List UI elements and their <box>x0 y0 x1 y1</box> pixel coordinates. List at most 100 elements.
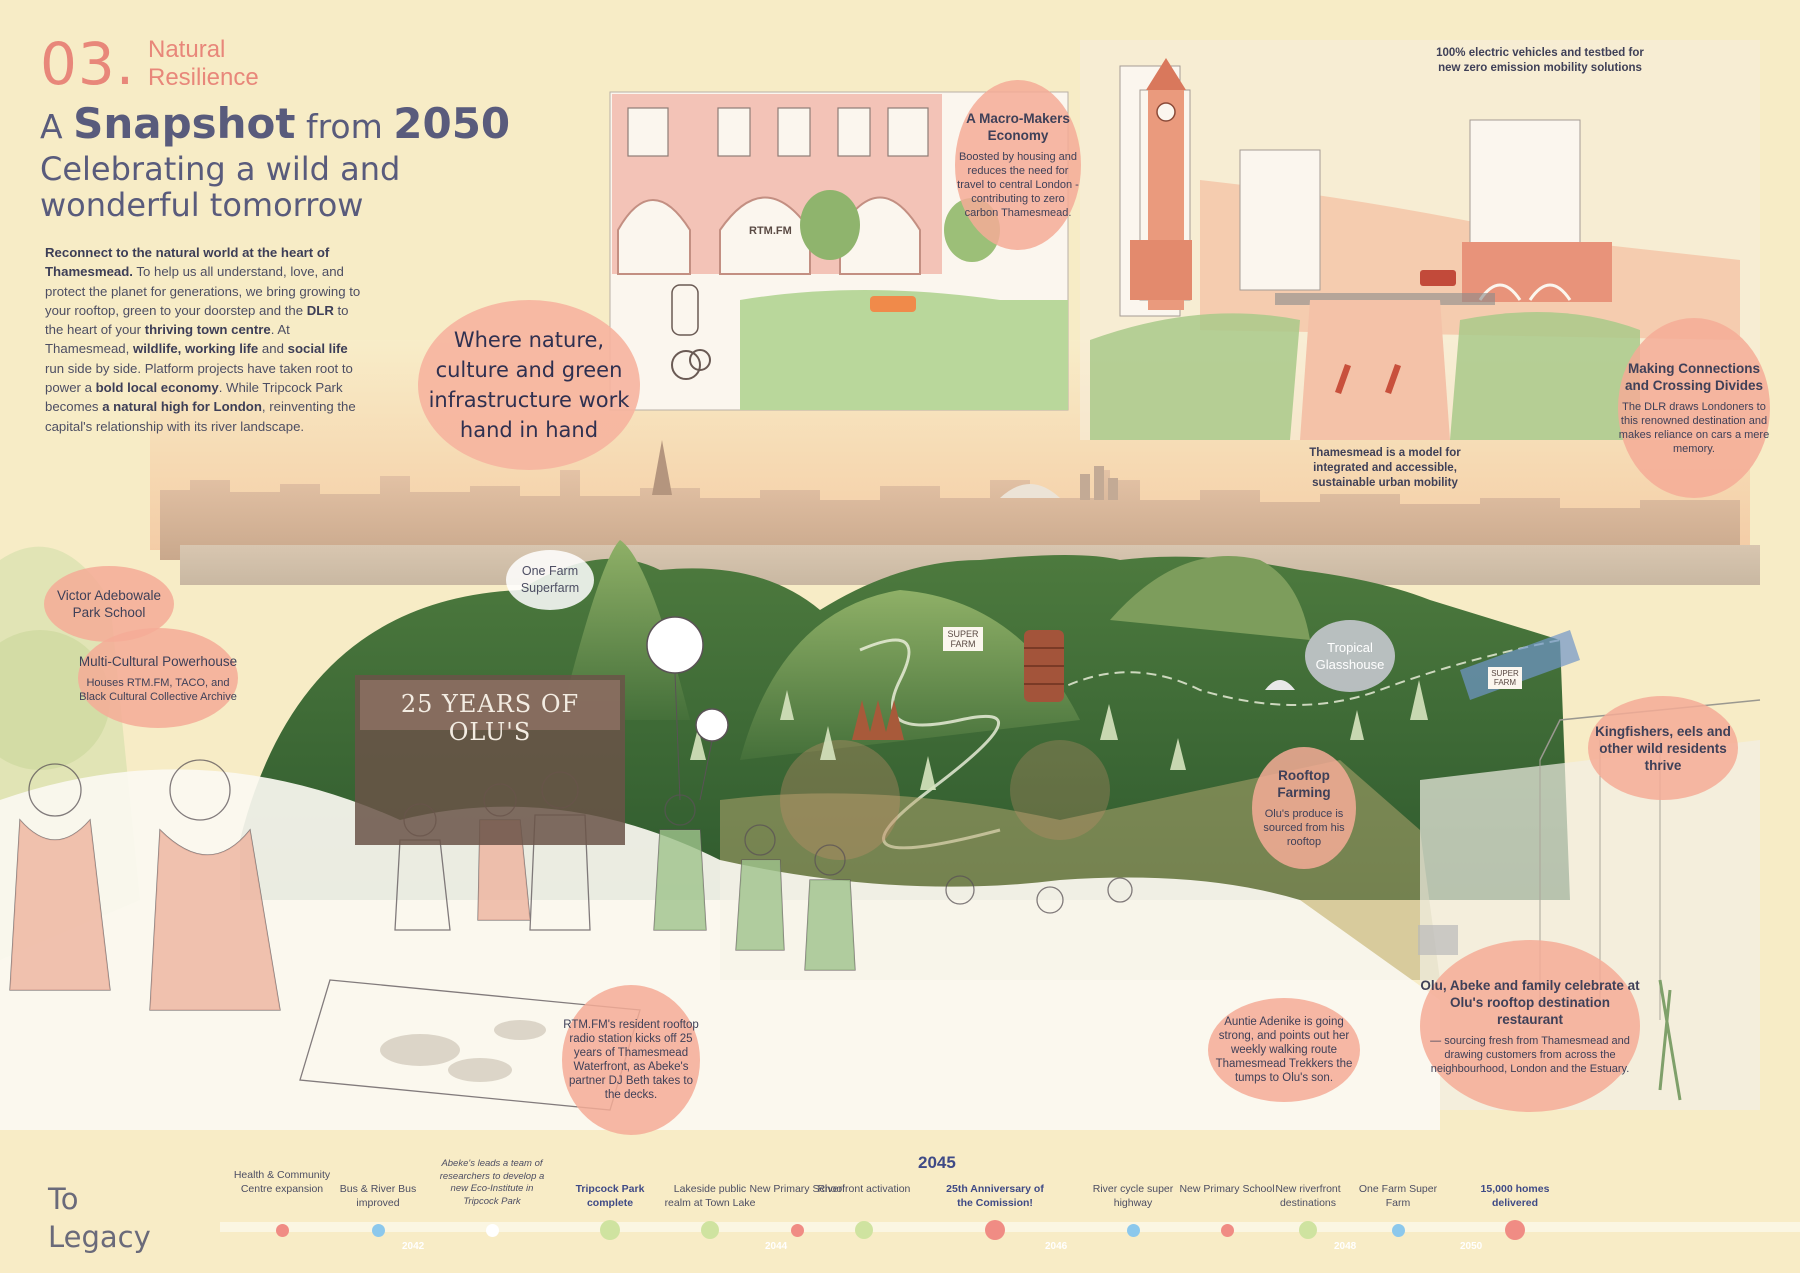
hanging-plants <box>1658 979 1682 1101</box>
timeline-event-dot <box>275 1223 289 1237</box>
timeline-event-label: Abeke's leads a team of researchers to d… <box>439 1158 545 1207</box>
timeline-year-tick: 2046 <box>1045 1241 1068 1252</box>
timeline-year-tick: 2042 <box>402 1241 425 1252</box>
trees <box>690 680 1428 790</box>
timeline-event-dot <box>1299 1221 1317 1239</box>
timeline-event-dot <box>371 1223 385 1237</box>
bubble-title: Rooftop Farming <box>1277 768 1331 800</box>
dome <box>1000 484 1060 498</box>
bubble-title: Tropical Glasshouse <box>1315 640 1385 672</box>
bubble-olu-family: Olu, Abeke and family celebrate at Olu's… <box>1420 940 1640 1112</box>
timeline-event-label: 15,000 homes delivered <box>1480 1183 1550 1209</box>
bubble-body: Houses RTM.FM, TACO, and Black Cultural … <box>79 676 237 703</box>
intro-run: , reinventing the capital's relationship… <box>45 399 356 434</box>
bubble-body: Olu's produce is sourced from his roofto… <box>1263 808 1345 848</box>
bubble-making-connections: Making Connections and Crossing Divides … <box>1618 318 1770 498</box>
people-pink-fills <box>10 820 530 1010</box>
legacy-line-2: Legacy <box>48 1220 151 1254</box>
bubble-one-farm: One Farm Superfarm <box>506 550 594 610</box>
tree <box>800 190 860 260</box>
intro-run: Reconnect to the natural world at the he… <box>45 245 330 280</box>
red-bus <box>1420 270 1456 286</box>
intro-run: . At Thamesmead, <box>45 322 290 357</box>
bubble-auntie-adenike: Auntie Adenike is going strong, and poin… <box>1208 998 1360 1102</box>
intro-run: bold local economy <box>95 380 219 396</box>
clock-face <box>1156 102 1176 122</box>
intro-run: a natural high for London <box>102 399 262 415</box>
van <box>870 296 916 312</box>
timeline-event-dot <box>1220 1223 1234 1237</box>
kayaks <box>1335 364 1401 394</box>
bike-wheel <box>689 349 711 371</box>
timber-pavilion <box>852 700 904 740</box>
gravel-patch <box>1418 925 1458 955</box>
riverbank <box>1450 312 1640 440</box>
timeline-event-dot <box>701 1221 719 1239</box>
headline-part-b: Snapshot <box>73 99 296 148</box>
timeline-event-label: New riverfront destinations <box>1275 1183 1341 1209</box>
tump-hill <box>1110 556 1310 640</box>
bubble-kingfishers: Kingfishers, eels and other wild residen… <box>1588 696 1738 800</box>
bubble-rtm-fm: RTM.FM's resident rooftop radio station … <box>562 985 700 1135</box>
bike-wheel <box>671 350 701 380</box>
cyclist <box>671 284 699 336</box>
bubble-body: RTM.FM's resident rooftop radio station … <box>563 1019 699 1101</box>
timeline-event-label: 25th Anniversary of the Comission! <box>946 1183 1044 1209</box>
legacy-line-1: To <box>48 1182 79 1216</box>
tower <box>1108 478 1118 500</box>
bubble-title: Multi-Cultural Powerhouse <box>78 653 238 669</box>
bubble-title: Making Connections and Crossing Divides <box>1624 361 1764 393</box>
intro-run: wildlife, working life <box>132 341 259 357</box>
people-green-fills <box>654 830 855 970</box>
river-channel <box>1300 300 1450 440</box>
balloon-string <box>699 740 713 801</box>
note-urban-mobility: Thamesmead is a model for integrated and… <box>1309 447 1461 489</box>
riverbank <box>1090 313 1300 440</box>
timeline-event-label: Health & Community Centre expansion <box>233 1169 331 1195</box>
section-title: Natural Resilience <box>148 36 259 91</box>
timeline-event-dot <box>1391 1223 1405 1237</box>
rtm-fm-sign: RTM.FM <box>745 224 796 238</box>
city-skyline <box>160 470 1740 560</box>
to-legacy: To Legacy <box>48 1180 151 1256</box>
timeline-year-tick: 2050 <box>1460 1241 1483 1252</box>
bubble-title: Victor Adebowale Park School <box>56 588 162 620</box>
quote-bubble: Where nature, culture and green infrastr… <box>418 300 640 470</box>
clock-tower-roof <box>1146 58 1186 90</box>
olus-banner-text: 25 YEARS OF OLU'S <box>400 690 580 746</box>
lawn <box>740 290 1068 410</box>
meadow-flowers <box>1010 740 1110 840</box>
timeline-event-label: New Primary School <box>749 1183 845 1195</box>
timeline-year-tick: 2044 <box>765 1241 788 1252</box>
timeline-event-dot <box>485 1223 499 1237</box>
bubble-body: Boosted by housing and reduces the need … <box>957 151 1079 219</box>
timeline-event-label: New Primary School <box>1179 1183 1275 1195</box>
tower <box>1094 466 1104 500</box>
timeline-event-dot <box>855 1221 873 1239</box>
bubble-macro-makers: A Macro-Makers Economy Boosted by housin… <box>955 80 1081 250</box>
timeline-event-label: River cycle super highway <box>1092 1183 1174 1209</box>
arch <box>617 199 691 275</box>
bubble-body: Auntie Adenike is going strong, and poin… <box>1215 1016 1353 1084</box>
bubble-body: The DLR draws Londoners to this renowned… <box>1618 401 1770 455</box>
bubble-title: A Macro-Makers Economy <box>966 111 1070 143</box>
mid-building <box>1239 149 1321 291</box>
timeline-event-label: Tripcock Park complete <box>575 1183 645 1209</box>
timeline-event-label: Lakeside public realm at Town Lake <box>664 1183 756 1209</box>
bubble-title: Olu, Abeke and family celebrate at Olu's… <box>1420 977 1640 1027</box>
timeline-event-label: One Farm Super Farm <box>1358 1183 1438 1209</box>
timeline-event-dot <box>600 1220 620 1240</box>
timeline-backdrop <box>0 1130 1800 1273</box>
headline-line-1: A Snapshot from 2050 <box>40 100 600 151</box>
path-line <box>1039 639 1561 706</box>
intro-run: . While Tripcock Park becomes <box>45 380 343 415</box>
headline-line-3: wonderful tomorrow <box>40 186 364 224</box>
bubble-title: One Farm Superfarm <box>520 564 580 595</box>
timeline-feature-year: 2045 <box>918 1153 956 1172</box>
headline-line-2: Celebrating a wild and <box>40 150 401 188</box>
balloon-string <box>674 672 681 801</box>
intro-run: run side by side. Platform projects have… <box>45 360 353 396</box>
headline-part-c: from <box>295 107 394 146</box>
intro-paragraph: Reconnect to the natural world at the he… <box>45 243 370 436</box>
